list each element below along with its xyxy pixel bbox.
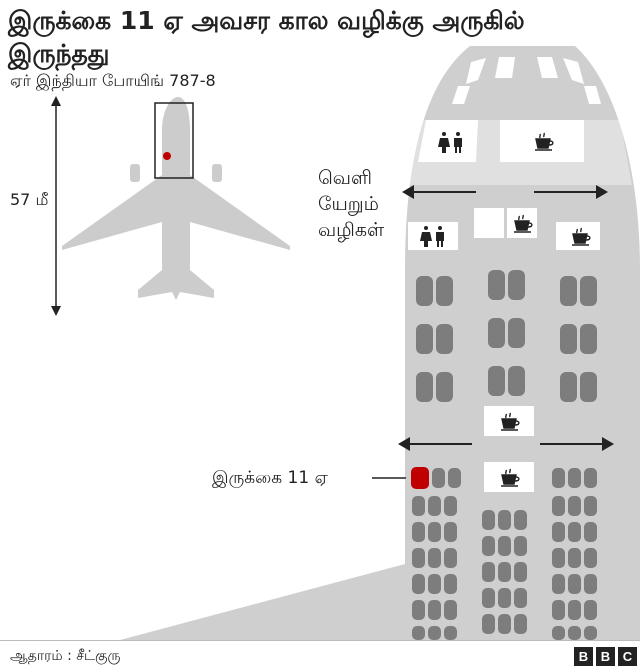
exit-label-line: வெளி bbox=[318, 167, 372, 189]
length-label: 57 மீ bbox=[10, 190, 49, 209]
economy-left-block bbox=[412, 468, 461, 640]
seat-label: இருக்கை 11 ஏ bbox=[212, 468, 328, 488]
coffee-cup-icon bbox=[535, 132, 554, 151]
plane-silhouette bbox=[62, 97, 290, 300]
exit-label: வெளி யேறும் வழிகள் bbox=[318, 165, 418, 243]
economy-center-block bbox=[482, 510, 527, 634]
source-credit: ஆதாரம் : சீட்குரு bbox=[10, 648, 121, 664]
bbc-logo-letter: B bbox=[574, 647, 593, 666]
toilet-icon bbox=[438, 132, 462, 153]
coffee-cup-icon bbox=[572, 227, 591, 246]
bbc-logo-letter: B bbox=[596, 647, 615, 666]
galley-center-left bbox=[474, 208, 504, 238]
zoom-box bbox=[154, 102, 194, 179]
economy-right-block bbox=[552, 468, 597, 640]
bbc-logo-letter: C bbox=[618, 647, 637, 666]
seat-11a-highlight bbox=[411, 467, 429, 489]
exit-label-line: வழிகள் bbox=[318, 219, 385, 241]
coffee-cup-icon bbox=[501, 468, 520, 487]
business-seats bbox=[416, 270, 597, 402]
toilet-icon bbox=[420, 226, 444, 247]
length-arrow bbox=[51, 96, 61, 316]
page-title: இருக்கை 11 ஏ அவசர கால வழிக்கு அருகில் இர… bbox=[8, 6, 525, 68]
cockpit-windows bbox=[452, 57, 601, 104]
footer-divider bbox=[0, 640, 640, 641]
exit-arrows-mid bbox=[398, 437, 614, 451]
exit-arrows-front bbox=[402, 185, 608, 199]
aircraft-subtitle: ஏர் இந்தியா போயிங் 787-8 bbox=[10, 71, 216, 90]
exit-label-line: யேறும் bbox=[318, 193, 379, 215]
coffee-cup-icon bbox=[514, 214, 533, 233]
coffee-cup-icon bbox=[501, 412, 520, 431]
economy-seats bbox=[412, 468, 597, 640]
lavatory-mid bbox=[408, 222, 458, 250]
seat-marker-dot bbox=[163, 152, 171, 160]
